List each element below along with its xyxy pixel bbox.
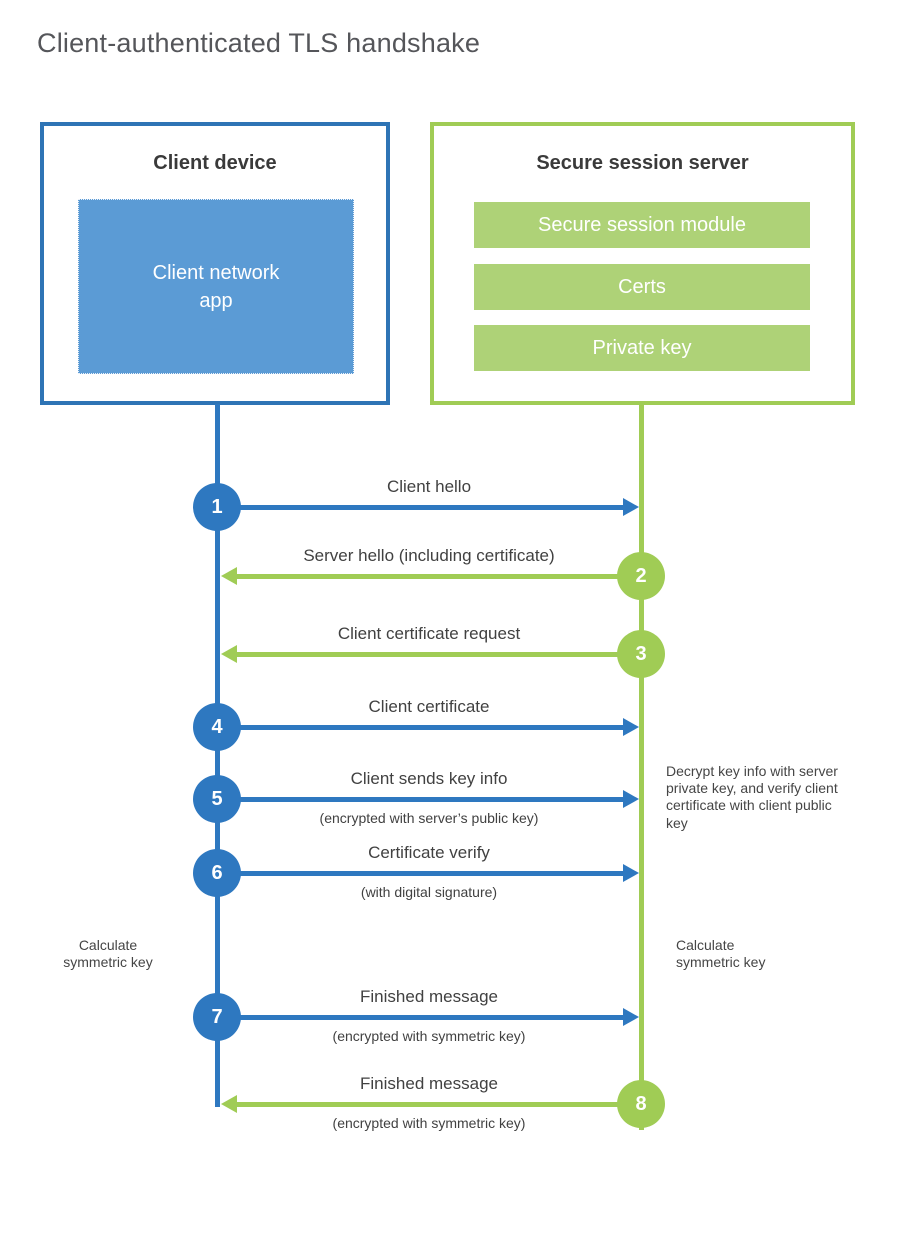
message-label: Finished message	[360, 1074, 498, 1093]
page-title: Client-authenticated TLS handshake	[37, 28, 481, 58]
arrowhead-right-icon	[623, 790, 639, 808]
message-arrow-line	[237, 574, 618, 579]
message-sublabel: (encrypted with server’s public key)	[319, 810, 539, 826]
message-arrow-line	[240, 505, 623, 510]
message-arrow-line	[237, 1102, 618, 1107]
client-lifeline	[215, 404, 220, 1107]
server-module-secure-session: Secure session module	[474, 202, 810, 248]
step-number-badge: 7	[193, 993, 241, 1041]
arrowhead-left-icon	[221, 567, 237, 585]
arrowhead-right-icon	[623, 1008, 639, 1026]
message-arrow-line	[240, 797, 623, 802]
message-label: Server hello (including certificate)	[303, 546, 555, 565]
message-arrow-line	[237, 652, 618, 657]
message-arrow-line	[240, 871, 623, 876]
message-arrow-line	[240, 725, 623, 730]
client-device-title: Client device	[153, 152, 277, 174]
server-lifeline	[639, 404, 644, 1130]
client-network-app-box: Client network app	[78, 199, 354, 374]
message-label: Client certificate request	[337, 624, 521, 643]
message-label: Certificate verify	[368, 843, 490, 862]
arrowhead-right-icon	[623, 864, 639, 882]
server-box: Secure session server Secure session mod…	[430, 122, 855, 405]
server-module-private-key: Private key	[474, 325, 810, 371]
note-decrypt-key-info: Decrypt key info with server private key…	[666, 763, 838, 831]
message-arrow-line	[240, 1015, 623, 1020]
arrowhead-right-icon	[623, 498, 639, 516]
message-label: Client hello	[386, 477, 472, 496]
client-network-app-label: Client network app	[152, 261, 280, 312]
step-number-badge: 4	[193, 703, 241, 751]
step-number-badge: 6	[193, 849, 241, 897]
step-number-badge: 8	[617, 1080, 665, 1128]
message-sublabel: (encrypted with symmetric key)	[332, 1115, 526, 1131]
message-label: Finished message	[360, 987, 498, 1006]
message-label: Client sends key info	[350, 769, 508, 788]
arrowhead-right-icon	[623, 718, 639, 736]
step-number-badge: 2	[617, 552, 665, 600]
step-number-badge: 3	[617, 630, 665, 678]
step-number-badge: 5	[193, 775, 241, 823]
step-number-badge: 1	[193, 483, 241, 531]
note-calculate-symmetric-key-client: Calculate symmetric key	[63, 937, 153, 971]
arrowhead-left-icon	[221, 645, 237, 663]
message-label: Client certificate	[368, 697, 490, 716]
server-module-certs: Certs	[474, 264, 810, 310]
server-title: Secure session server	[536, 152, 749, 174]
message-sublabel: (with digital signature)	[360, 884, 498, 900]
arrowhead-left-icon	[221, 1095, 237, 1113]
client-device-box: Client device Client network app	[40, 122, 390, 405]
note-calculate-symmetric-key-server: Calculate symmetric key	[676, 937, 766, 971]
message-sublabel: (encrypted with symmetric key)	[332, 1028, 526, 1044]
